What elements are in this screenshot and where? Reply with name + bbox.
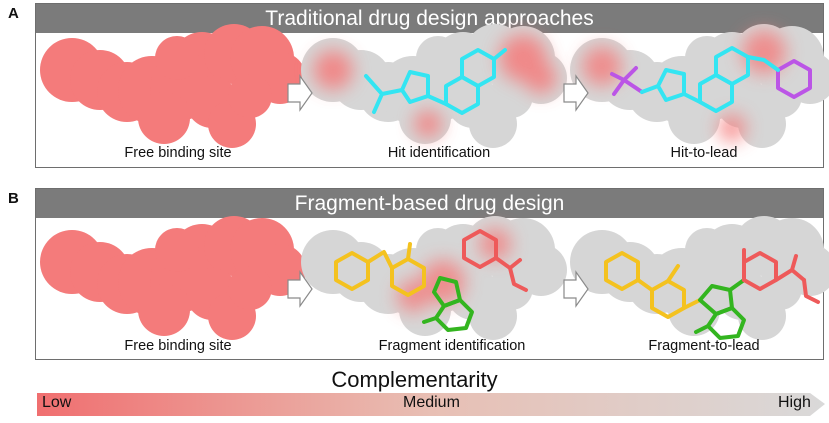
label-free-binding-site-b: Free binding site — [124, 338, 232, 354]
arrow-icon — [563, 270, 589, 308]
label-free-binding-site-a: Free binding site — [124, 145, 232, 161]
scale-title: Complementarity — [331, 367, 498, 392]
arrow-icon — [563, 74, 589, 112]
scale-label-high: High — [778, 394, 811, 411]
lead-ligand-a — [610, 46, 812, 113]
binding-site-free-b — [40, 216, 306, 340]
panel-title-fragment: Fragment-based drug design — [36, 189, 823, 218]
label-fragment-to-lead: Fragment-to-lead — [648, 338, 760, 354]
complementarity-scale-bar — [37, 393, 825, 416]
panel-letter-a: A — [8, 5, 19, 22]
binding-site-fragment-to-lead — [570, 216, 829, 340]
fragment-ligands — [334, 229, 528, 332]
binding-site-hit — [301, 24, 567, 148]
scale-label-low: Low — [42, 394, 72, 411]
label-hit-to-lead: Hit-to-lead — [670, 145, 738, 161]
hit-ligand — [364, 48, 507, 115]
arrow-icon — [287, 74, 313, 112]
label-fragment-identification: Fragment identification — [378, 338, 526, 354]
panel-title-traditional: Traditional drug design approaches — [36, 4, 823, 33]
arrow-icon — [287, 270, 313, 308]
label-hit-identification: Hit identification — [387, 145, 491, 161]
binding-site-free-a — [40, 24, 306, 148]
lead-ligand-b — [604, 248, 820, 340]
scale-label-medium: Medium — [403, 394, 460, 411]
panel-letter-b: B — [8, 190, 19, 207]
binding-site-fragment — [301, 216, 567, 340]
